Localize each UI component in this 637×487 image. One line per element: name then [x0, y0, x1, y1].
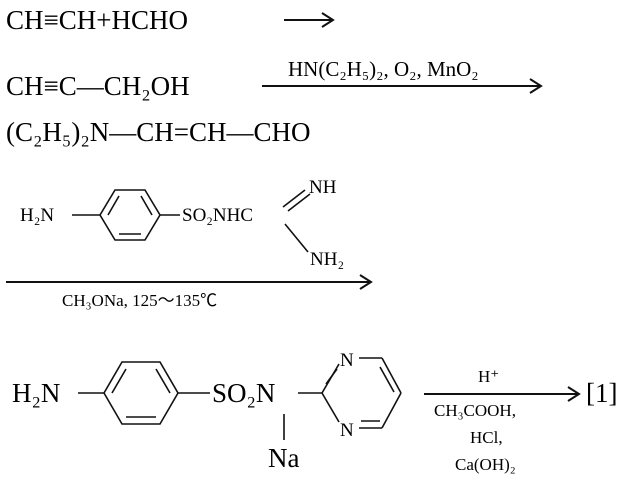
step4-pyrimidine-ring	[298, 357, 402, 429]
step4-reagent-3: Ca(OH)₂	[455, 455, 516, 474]
step3-guanidine-bonds	[282, 189, 311, 253]
step4-reagent-2: HCl,	[470, 428, 503, 447]
step4-benzene-ring	[78, 361, 210, 425]
step4-arrow	[424, 386, 581, 402]
step1-reactants: CH≡CH+HCHO	[6, 5, 188, 35]
step4-sulfonyl-group: SO₂N	[212, 378, 275, 408]
step3-arrow	[6, 274, 373, 290]
step4-ring-nitrogen-top: N	[340, 350, 354, 371]
step4-reagent-1: CH₃COOH,	[434, 401, 516, 420]
step1-arrow	[284, 12, 335, 28]
step3-amine: NH₂	[310, 249, 344, 270]
step4-ring-nitrogen-bottom: N	[340, 420, 354, 441]
step3-imine: NH	[309, 177, 337, 198]
step4-acid-reagent: H⁺	[478, 367, 499, 386]
step2-reactant: CH≡C—CH₂OH	[6, 71, 190, 101]
step2-reagents: HN(C₂H₅)₂, O₂, MnO₂	[288, 57, 479, 81]
step3-sulfonyl-group: SO₂NHC	[182, 205, 253, 226]
step3-amino-group: H₂N	[20, 205, 54, 226]
step3-conditions: CH₃ONa, 125～135℃	[62, 291, 217, 310]
step4-amino-group: H₂N	[12, 378, 60, 408]
step4-product-label: [1]	[586, 378, 617, 408]
step2-product: (C₂H₅)₂N—CH=CH—CHO	[6, 117, 310, 147]
step3-benzene-ring	[72, 189, 180, 241]
step4-sodium: Na	[268, 443, 299, 473]
step2-arrow	[262, 78, 543, 94]
